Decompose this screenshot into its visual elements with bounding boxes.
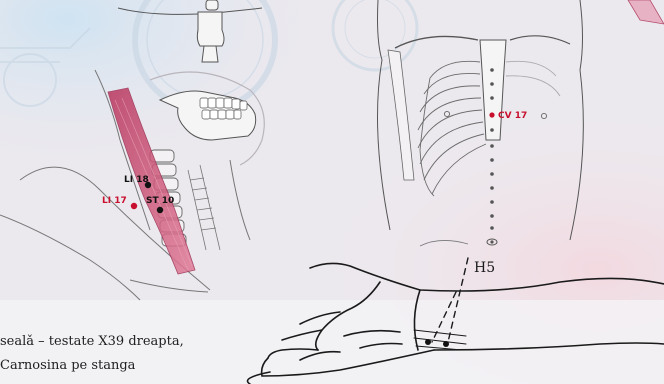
li18-label: LI 18 [124,175,149,185]
cv17-label: CV 17 [498,111,527,121]
li17-point [131,203,137,209]
h5-adjacent-point [443,341,449,347]
st10-label: ST 10 [146,196,174,206]
caption-line-2: Carnosina pe stanga [0,358,135,373]
h5-point [425,339,431,345]
cv17-point [489,112,494,117]
st10-point [157,207,163,213]
li17-label: LI 17 [102,196,127,206]
h5-label: H5 [474,260,495,276]
caption-line-1: sealǎ – testate X39 dreapta, [0,334,184,349]
